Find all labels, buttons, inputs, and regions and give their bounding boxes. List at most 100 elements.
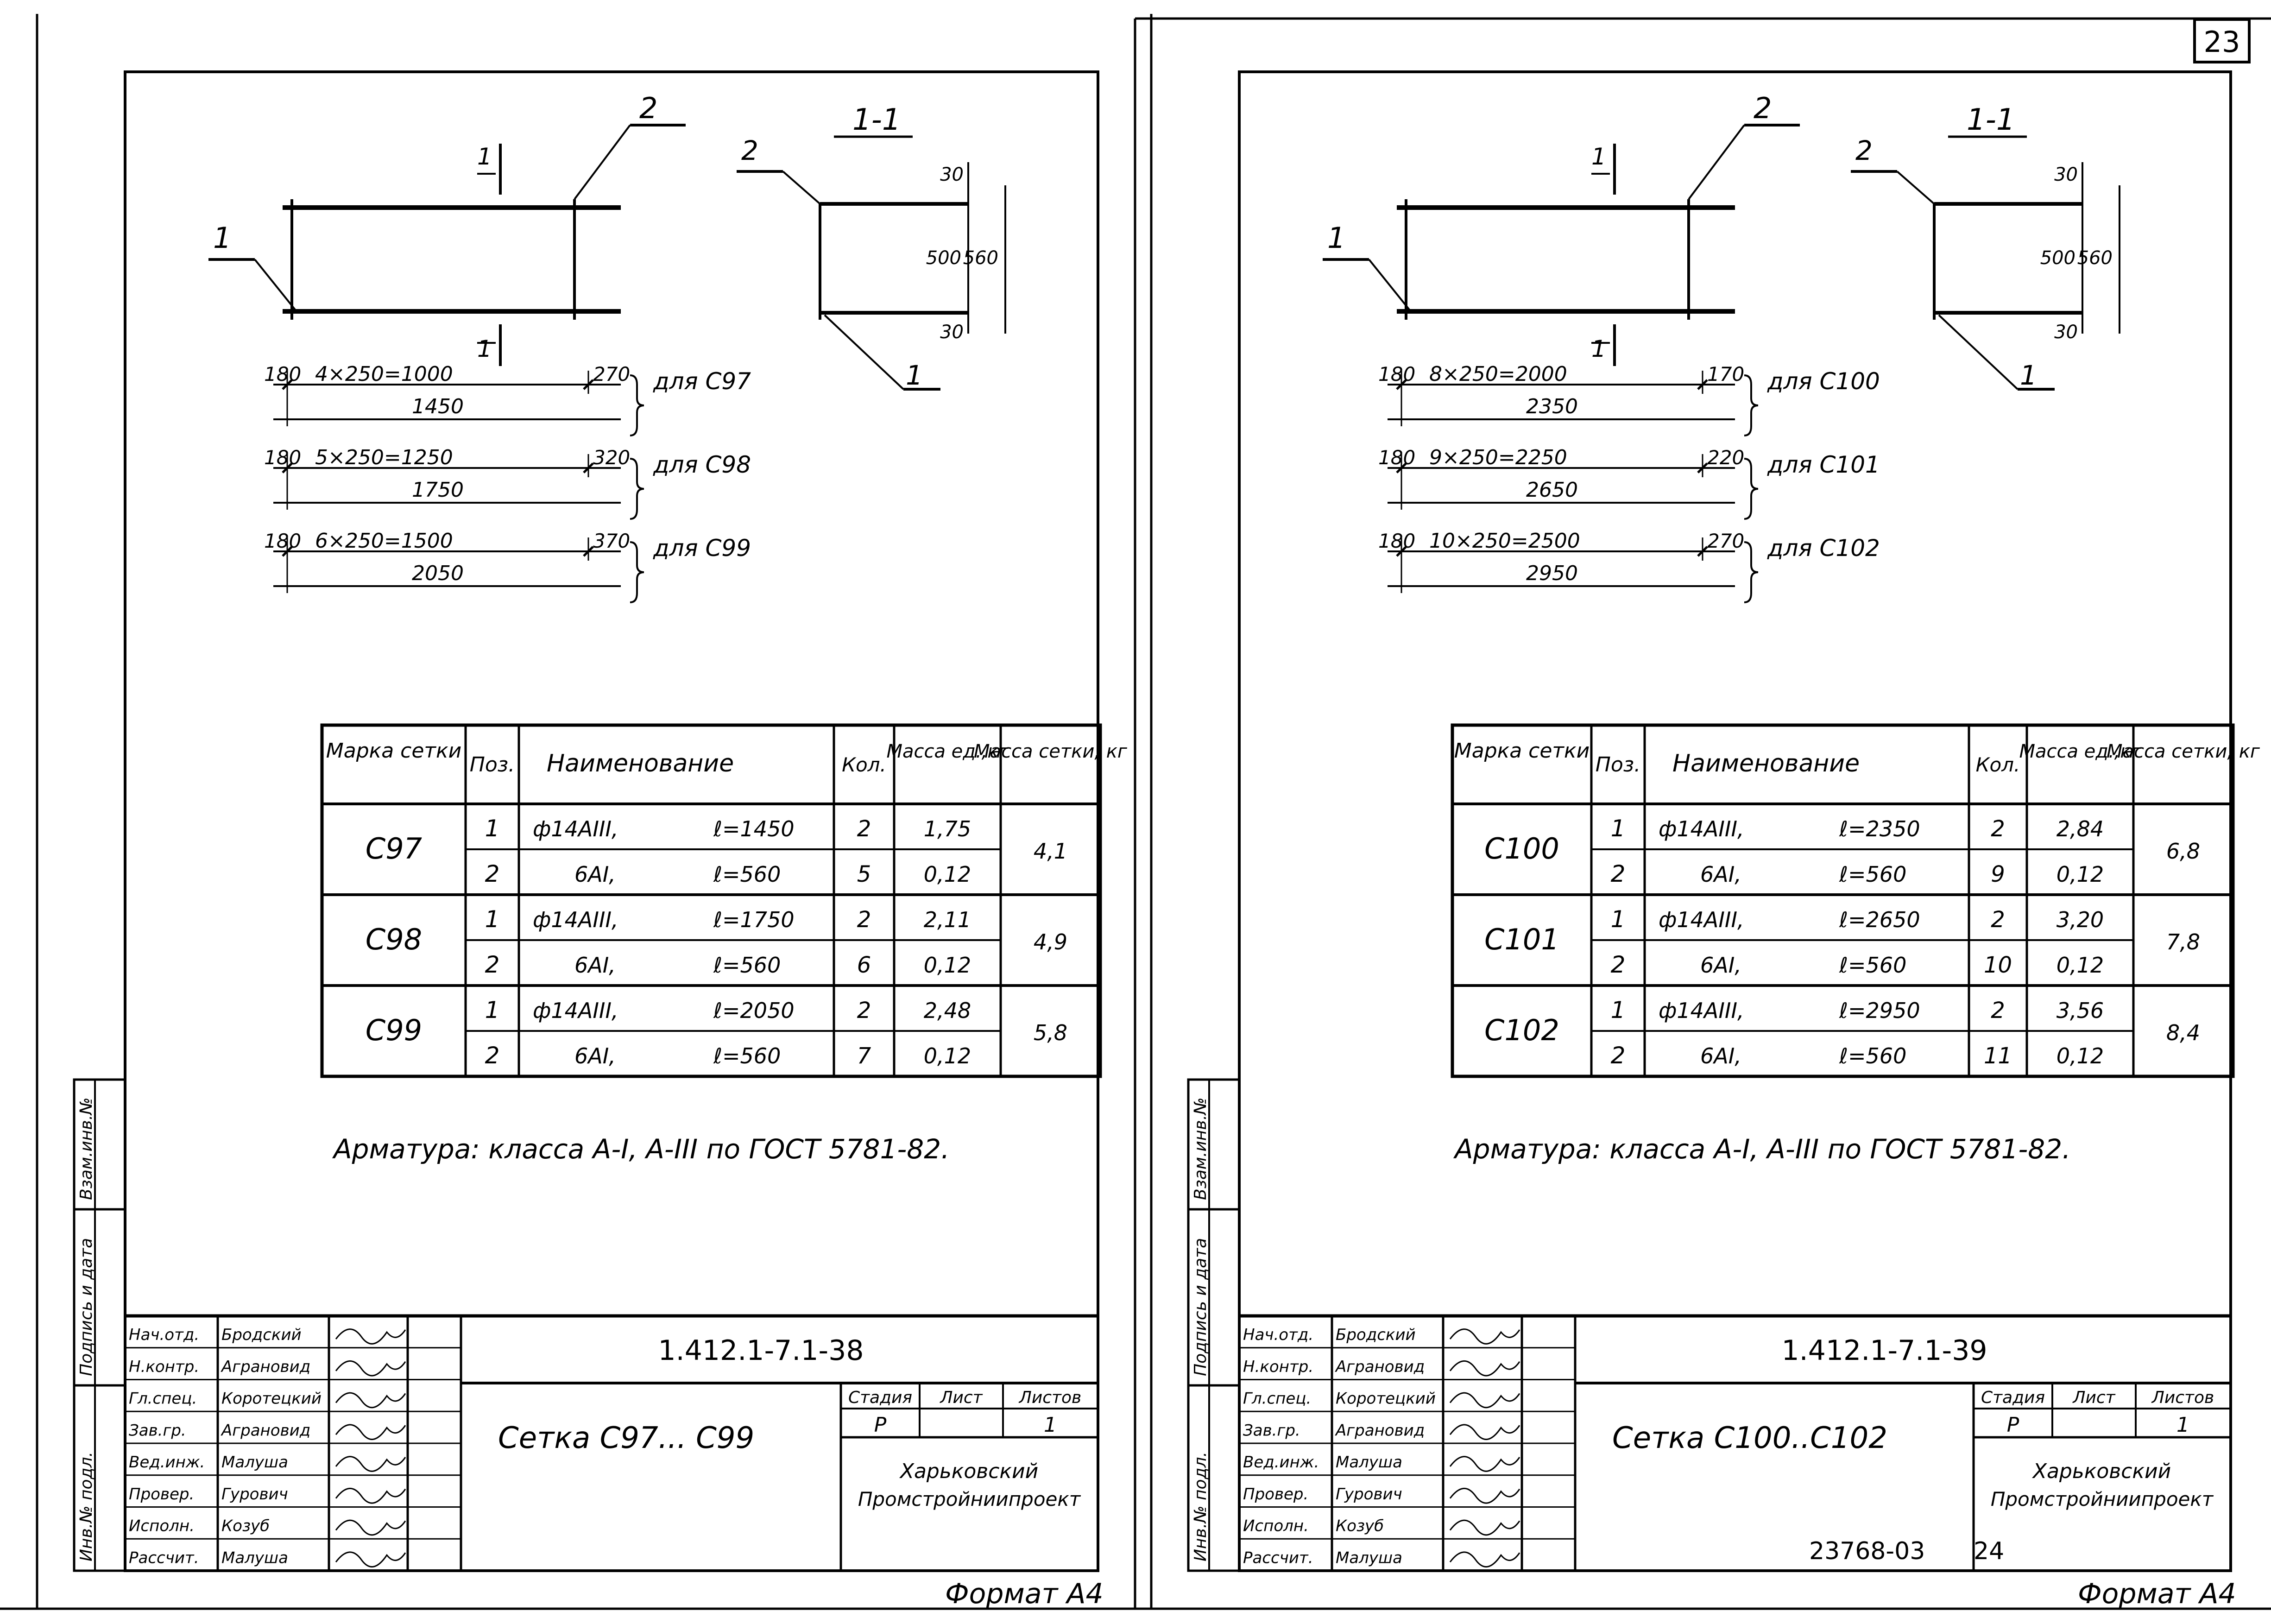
item-length: ℓ=2050 xyxy=(713,998,795,1023)
title-person: Малуша xyxy=(221,1548,288,1567)
item-length: ℓ=2950 xyxy=(1839,998,1920,1023)
dim-tick xyxy=(583,379,594,390)
section-leader-1 xyxy=(824,314,904,390)
section-callout-1: 1 xyxy=(906,360,923,391)
dim-pitch: 9×250=2250 xyxy=(1429,446,1567,469)
item-qty: 2 xyxy=(857,907,871,933)
item-qty: 2 xyxy=(857,998,871,1024)
dim-left-offset: 180 xyxy=(264,363,301,385)
side-stamp-label: Подпись и дата xyxy=(77,1238,96,1376)
organization: Харьковский xyxy=(899,1460,1038,1483)
spec-table xyxy=(1451,723,2235,1078)
sheet-title: Сетка С97... С99 xyxy=(498,1421,754,1455)
title-role: Провер. xyxy=(129,1485,194,1504)
spec-header-5: Масса сетки, кг xyxy=(2107,741,2260,762)
format-label: Формат А4 xyxy=(945,1578,1104,1610)
spec-header-5: Масса сетки, кг xyxy=(974,741,1128,762)
item-qty: 2 xyxy=(857,816,871,842)
stage-header: Лист xyxy=(2072,1388,2115,1407)
item-pos: 2 xyxy=(485,1042,500,1069)
item-qty: 2 xyxy=(1991,907,2005,933)
section-dim-30-bottom: 30 xyxy=(2054,322,2078,343)
item-pos: 2 xyxy=(1611,860,1626,887)
title-person: Бродский xyxy=(1336,1326,1416,1344)
callout-1: 1 xyxy=(213,221,231,255)
side-stamp-label: Взам.инв.№ xyxy=(1191,1097,1210,1200)
item-length: ℓ=560 xyxy=(1839,862,1906,887)
item-length: ℓ=1750 xyxy=(713,907,795,932)
dim-tick xyxy=(1396,546,1407,557)
section-dim-30-bottom: 30 xyxy=(940,322,964,343)
title-role: Н.контр. xyxy=(129,1358,199,1376)
callout-2: 2 xyxy=(639,91,657,125)
section-dim-500: 500 xyxy=(2040,247,2075,269)
document-code: 1.412.1-7.1-38 xyxy=(658,1334,864,1367)
item-bar-spec: ф14АIII, xyxy=(533,998,618,1023)
section-mark-bottom-label: 1 xyxy=(1591,335,1606,362)
title-role: Исполн. xyxy=(129,1517,195,1536)
dim-right-offset: 320 xyxy=(593,446,630,469)
dim-left-offset: 180 xyxy=(1378,446,1415,469)
page-frame: 23 xyxy=(0,17,2271,1610)
stage-value: 1 xyxy=(2176,1413,2189,1437)
mesh-total-mass: 5,8 xyxy=(1034,1020,1067,1045)
dim-tick xyxy=(1396,462,1407,474)
item-unit-mass: 2,48 xyxy=(924,998,971,1023)
side-stamp xyxy=(1187,1078,1241,1572)
item-pos: 2 xyxy=(485,951,500,978)
item-unit-mass: 2,84 xyxy=(2057,816,2104,841)
dim-left-offset: 180 xyxy=(1378,530,1415,552)
item-bar-spec: ф14АIII, xyxy=(533,816,618,841)
side-stamp-label: Инв.№ подл. xyxy=(77,1452,96,1561)
signature xyxy=(1449,1551,1520,1567)
section-leader-2 xyxy=(1896,171,1935,205)
item-pos: 1 xyxy=(1611,815,1626,842)
side-stamp-label: Подпись и дата xyxy=(1191,1238,1210,1376)
item-qty: 7 xyxy=(857,1043,871,1069)
dim-total: 2650 xyxy=(1526,478,1578,502)
signature xyxy=(1449,1360,1520,1377)
item-unit-mass: 0,12 xyxy=(924,862,971,887)
dim-tick xyxy=(1697,546,1708,557)
title-role: Зав.гр. xyxy=(1243,1421,1300,1440)
title-person: Аграновид xyxy=(1335,1421,1425,1440)
item-qty: 6 xyxy=(857,952,871,978)
dim-pitch: 8×250=2000 xyxy=(1429,362,1567,386)
mesh-mark: С101 xyxy=(1484,923,1559,956)
variant-brace xyxy=(1744,541,1759,603)
title-role: Рассчит. xyxy=(129,1548,199,1567)
dim-total: 1450 xyxy=(412,395,464,418)
dim-tick xyxy=(282,546,293,557)
item-unit-mass: 0,12 xyxy=(924,953,971,978)
page-number: 23 xyxy=(2204,25,2240,59)
section-callout-2: 2 xyxy=(1855,135,1873,166)
mesh-mark: С102 xyxy=(1484,1013,1559,1047)
dim-tick xyxy=(1396,379,1407,390)
section-title: 1-1 xyxy=(1967,103,2015,137)
signature xyxy=(1449,1519,1520,1536)
spec-header-0: Марка сетки xyxy=(1454,739,1590,763)
item-qty: 11 xyxy=(1984,1043,2012,1069)
item-pos: 2 xyxy=(1611,1042,1626,1069)
title-role: Зав.гр. xyxy=(129,1421,186,1440)
title-role: Вед.инж. xyxy=(129,1453,205,1472)
section-dim-30-top: 30 xyxy=(2054,164,2078,185)
spec-table xyxy=(320,723,1102,1078)
item-qty: 2 xyxy=(1991,998,2005,1024)
stage-header: Стадия xyxy=(1981,1388,2045,1407)
item-bar-spec: ф14АIII, xyxy=(533,907,618,932)
title-role: Провер. xyxy=(1243,1485,1308,1504)
item-length: ℓ=2350 xyxy=(1839,816,1920,841)
signature xyxy=(1449,1487,1520,1504)
title-person: Бродский xyxy=(221,1326,302,1344)
title-person: Малуша xyxy=(1336,1548,1402,1567)
dim-left-offset: 180 xyxy=(264,446,301,469)
variant-brace xyxy=(1744,458,1759,520)
variant-label: для С98 xyxy=(653,451,751,478)
title-person: Коротецкий xyxy=(1336,1390,1436,1408)
stage-header: Листов xyxy=(2151,1388,2214,1407)
dim-tick xyxy=(583,546,594,557)
stage-header: Стадия xyxy=(848,1388,912,1407)
mesh-total-mass: 7,8 xyxy=(2166,929,2200,954)
callout-1: 1 xyxy=(1327,221,1345,255)
